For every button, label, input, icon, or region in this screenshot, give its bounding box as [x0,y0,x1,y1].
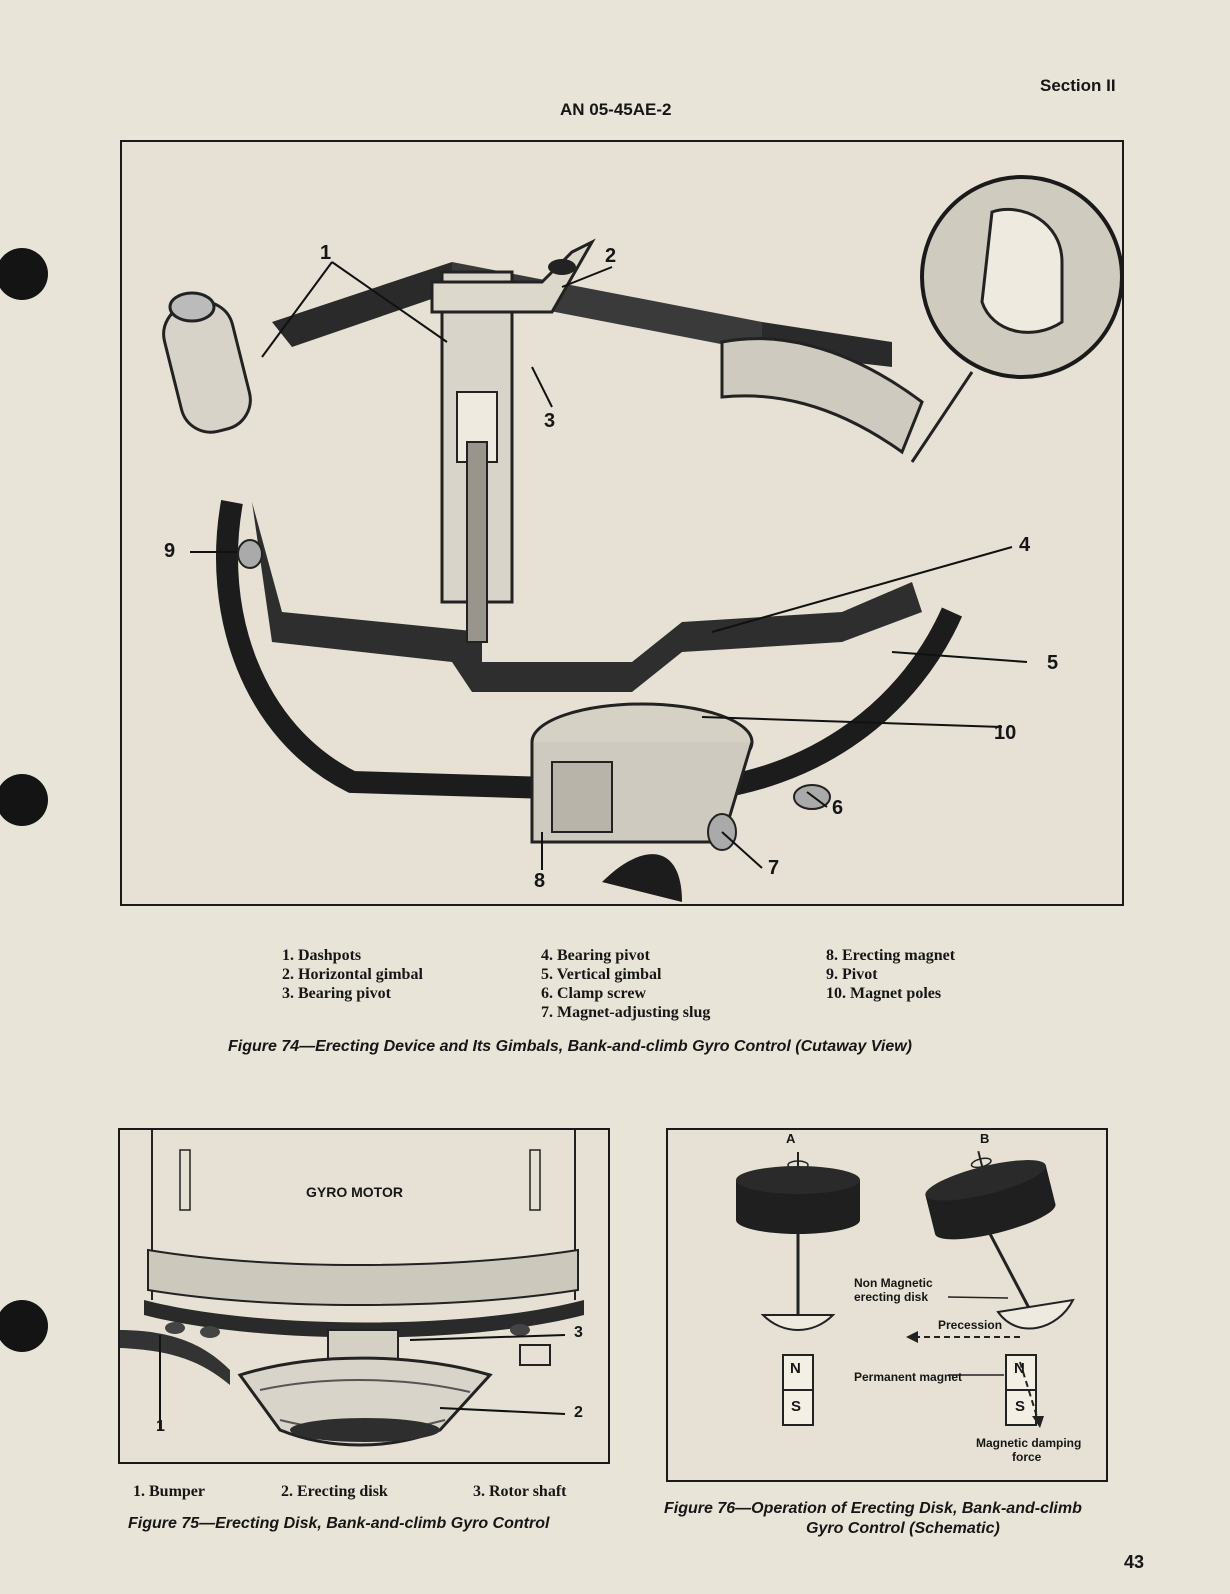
callout-4: 4 [1019,534,1031,556]
legend-item: 3. Bearing pivot [282,985,391,1002]
disk-label-line1: Non Magnetic [854,1276,933,1290]
binder-hole [0,1300,48,1352]
legend-item: 4. Bearing pivot [541,947,650,964]
callout-7: 7 [768,857,780,879]
figure-74-caption: Figure 74—Erecting Device and Its Gimbal… [228,1038,912,1055]
legend-item: 1. Bumper [133,1483,205,1500]
callout-6: 6 [832,797,844,819]
gimbal-cutaway-drawing [162,175,1122,902]
callout-1: 1 [156,1418,165,1435]
legend-item: 10. Magnet poles [826,985,942,1002]
pole-n-label: N [790,1360,801,1377]
damping-label-line1: Magnetic damping [976,1436,1082,1450]
callout-5: 5 [1047,652,1059,674]
binder-hole [0,774,48,826]
disk-label-line2: erecting disk [854,1290,929,1304]
damping-label-line2: force [1012,1450,1042,1464]
figure-74-legend-col2: 4. Bearing pivot 5. Vertical gimbal 6. C… [541,946,710,1022]
callout-9: 9 [164,540,176,562]
figure-76-caption-line1: Figure 76—Operation of Erecting Disk, Ba… [664,1500,1082,1517]
erecting-disk-schematic [736,1150,1075,1428]
figure-76-schematic: A B Non Magnetic erecting disk Precessio… [666,1128,1108,1482]
document-number: AN 05-45AE-2 [560,100,672,119]
pole-s-label: S [1015,1398,1026,1415]
legend-item: 8. Erecting magnet [826,947,956,964]
figure-74-legend-col3: 8. Erecting magnet 9. Pivot 10. Magnet p… [826,946,955,1003]
legend-item: 2. Horizontal gimbal [282,966,423,983]
legend-item: 3. Rotor shaft [473,1483,567,1500]
figure-74-illustration: 1 2 3 4 5 6 7 8 9 10 [120,140,1124,906]
callout-1: 1 [320,242,332,264]
callout-2: 2 [574,1404,583,1421]
figure-75-illustration: GYRO MOTOR 1 2 3 [118,1128,610,1464]
callout-10: 10 [994,722,1017,744]
figure-74-legend-col1: 1. Dashpots 2. Horizontal gimbal 3. Bear… [282,946,423,1003]
legend-item: 9. Pivot [826,966,878,983]
legend-item: 6. Clamp screw [541,985,647,1002]
figure-76-caption-line2: Gyro Control (Schematic) [806,1520,1000,1537]
legend-item: 1. Dashpots [282,947,362,964]
callout-2: 2 [605,245,617,267]
erecting-disk-drawing [120,1130,584,1447]
page-number: 43 [1124,1552,1145,1572]
rotor-b-label: B [980,1131,990,1146]
figure-75-caption: Figure 75—Erecting Disk, Bank-and-climb … [128,1515,550,1532]
binder-hole [0,248,48,300]
permanent-magnet-label: Permanent magnet [854,1370,963,1384]
callout-8: 8 [534,870,546,892]
rotor-a-label: A [786,1131,796,1146]
gyro-motor-label: GYRO MOTOR [306,1184,403,1200]
pole-s-label: S [791,1398,802,1415]
callout-3: 3 [574,1324,583,1341]
callout-3: 3 [544,410,556,432]
pole-n-label: N [1014,1360,1025,1377]
section-label: Section II [1040,76,1116,95]
legend-item: 2. Erecting disk [281,1483,388,1500]
legend-item: 5. Vertical gimbal [541,966,662,983]
legend-item: 7. Magnet-adjusting slug [541,1004,711,1021]
precession-label: Precession [938,1318,1003,1332]
